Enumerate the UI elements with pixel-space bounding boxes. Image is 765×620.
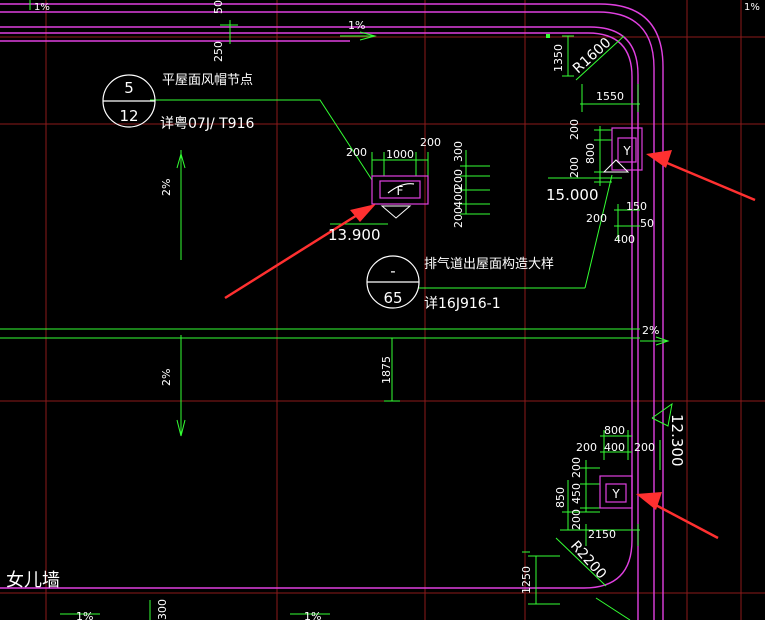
red-arrow-right-top [646,150,756,202]
dim-value: 200 [586,212,607,225]
callout-roof-cap-ref: 详粤07J/ T916 [160,116,254,132]
dimension-values: 50 250 1350 R1600 1550 200 800 200 200 1… [156,0,655,620]
dim-value: 200 [570,457,583,478]
dim-value: 200 [420,136,441,149]
dim-value: 200 [346,146,367,159]
dim-value: R1600 [570,35,614,77]
dim-value: 400 [614,233,635,246]
parapet-label: 女儿墙 [6,570,60,591]
dim-value: 2150 [588,528,616,541]
dim-value: 850 [554,487,567,508]
dim-value: 800 [584,143,597,164]
dim-value: 200 [568,119,581,140]
callout-exhaust-sheet: 65 [383,289,402,307]
slope-right: 2% [642,324,659,337]
dim-value: 1875 [380,356,393,384]
parapet-wall [0,3,664,620]
elevation-rotated: 12.300 [668,414,686,467]
dim-value: 1000 [386,148,414,161]
elevation-right: 15.000 [546,186,599,204]
dim-value: 300 [156,599,169,620]
dimension-lines [0,0,673,620]
dim-value: 150 [626,200,647,213]
flue-label-right-bottom: Y [611,487,620,501]
elevation-left: 13.900 [328,226,381,244]
dim-value: 200 [634,441,655,454]
dim-value: 1350 [552,44,565,72]
dim-value: 400 [452,187,465,208]
flue-fitting-right-top [611,127,643,171]
flue-label-left: F [397,184,404,198]
callout-exhaust-symbol [366,255,420,309]
callout-exhaust-ref: 详16J916-1 [424,296,501,312]
dim-value: 400 [604,441,625,454]
slope-corner: 1% [744,2,760,13]
dim-value: 300 [452,141,465,162]
slope-top-left: 1% [34,2,50,13]
callout-exhaust-number: - [390,262,395,280]
dim-value: 1250 [520,566,533,594]
callout-roof-cap-symbol [102,74,156,128]
callout-roof-cap-number: 5 [124,79,134,97]
dim-value: 200 [570,509,583,530]
elevation-markers [380,159,630,219]
callout-roof-cap-title: 平屋面风帽节点 [162,72,253,88]
dim-value: 450 [570,483,583,504]
dim-value: 250 [212,41,225,62]
dim-value: 800 [604,424,625,437]
slope-bottom-left: 1% [76,610,93,620]
slope-left-upper: 2% [160,179,173,196]
flue-fitting-right-bottom [599,475,633,509]
slope-top-center: 1% [348,19,365,32]
dim-value: 50 [640,217,654,230]
dim-value: 1550 [596,90,624,103]
dim-value: 200 [452,207,465,228]
grid-marker [546,34,550,38]
red-arrow-left [224,204,376,300]
flue-label-right-top: Y [622,144,631,158]
callout-exhaust-title: 排气道出屋面构造大样 [424,256,554,272]
dim-value: R2200 [567,538,609,582]
slope-left-lower: 2% [160,369,173,386]
dim-value: 200 [568,157,581,178]
dim-value: 200 [576,441,597,454]
slope-bottom-center: 1% [304,610,321,620]
flue-fitting-left [371,175,429,205]
dim-value: 50 [212,0,225,14]
dim-value: 200 [452,169,465,190]
red-arrow-right-bottom [636,492,719,540]
callout-roof-cap-sheet: 12 [119,107,138,125]
